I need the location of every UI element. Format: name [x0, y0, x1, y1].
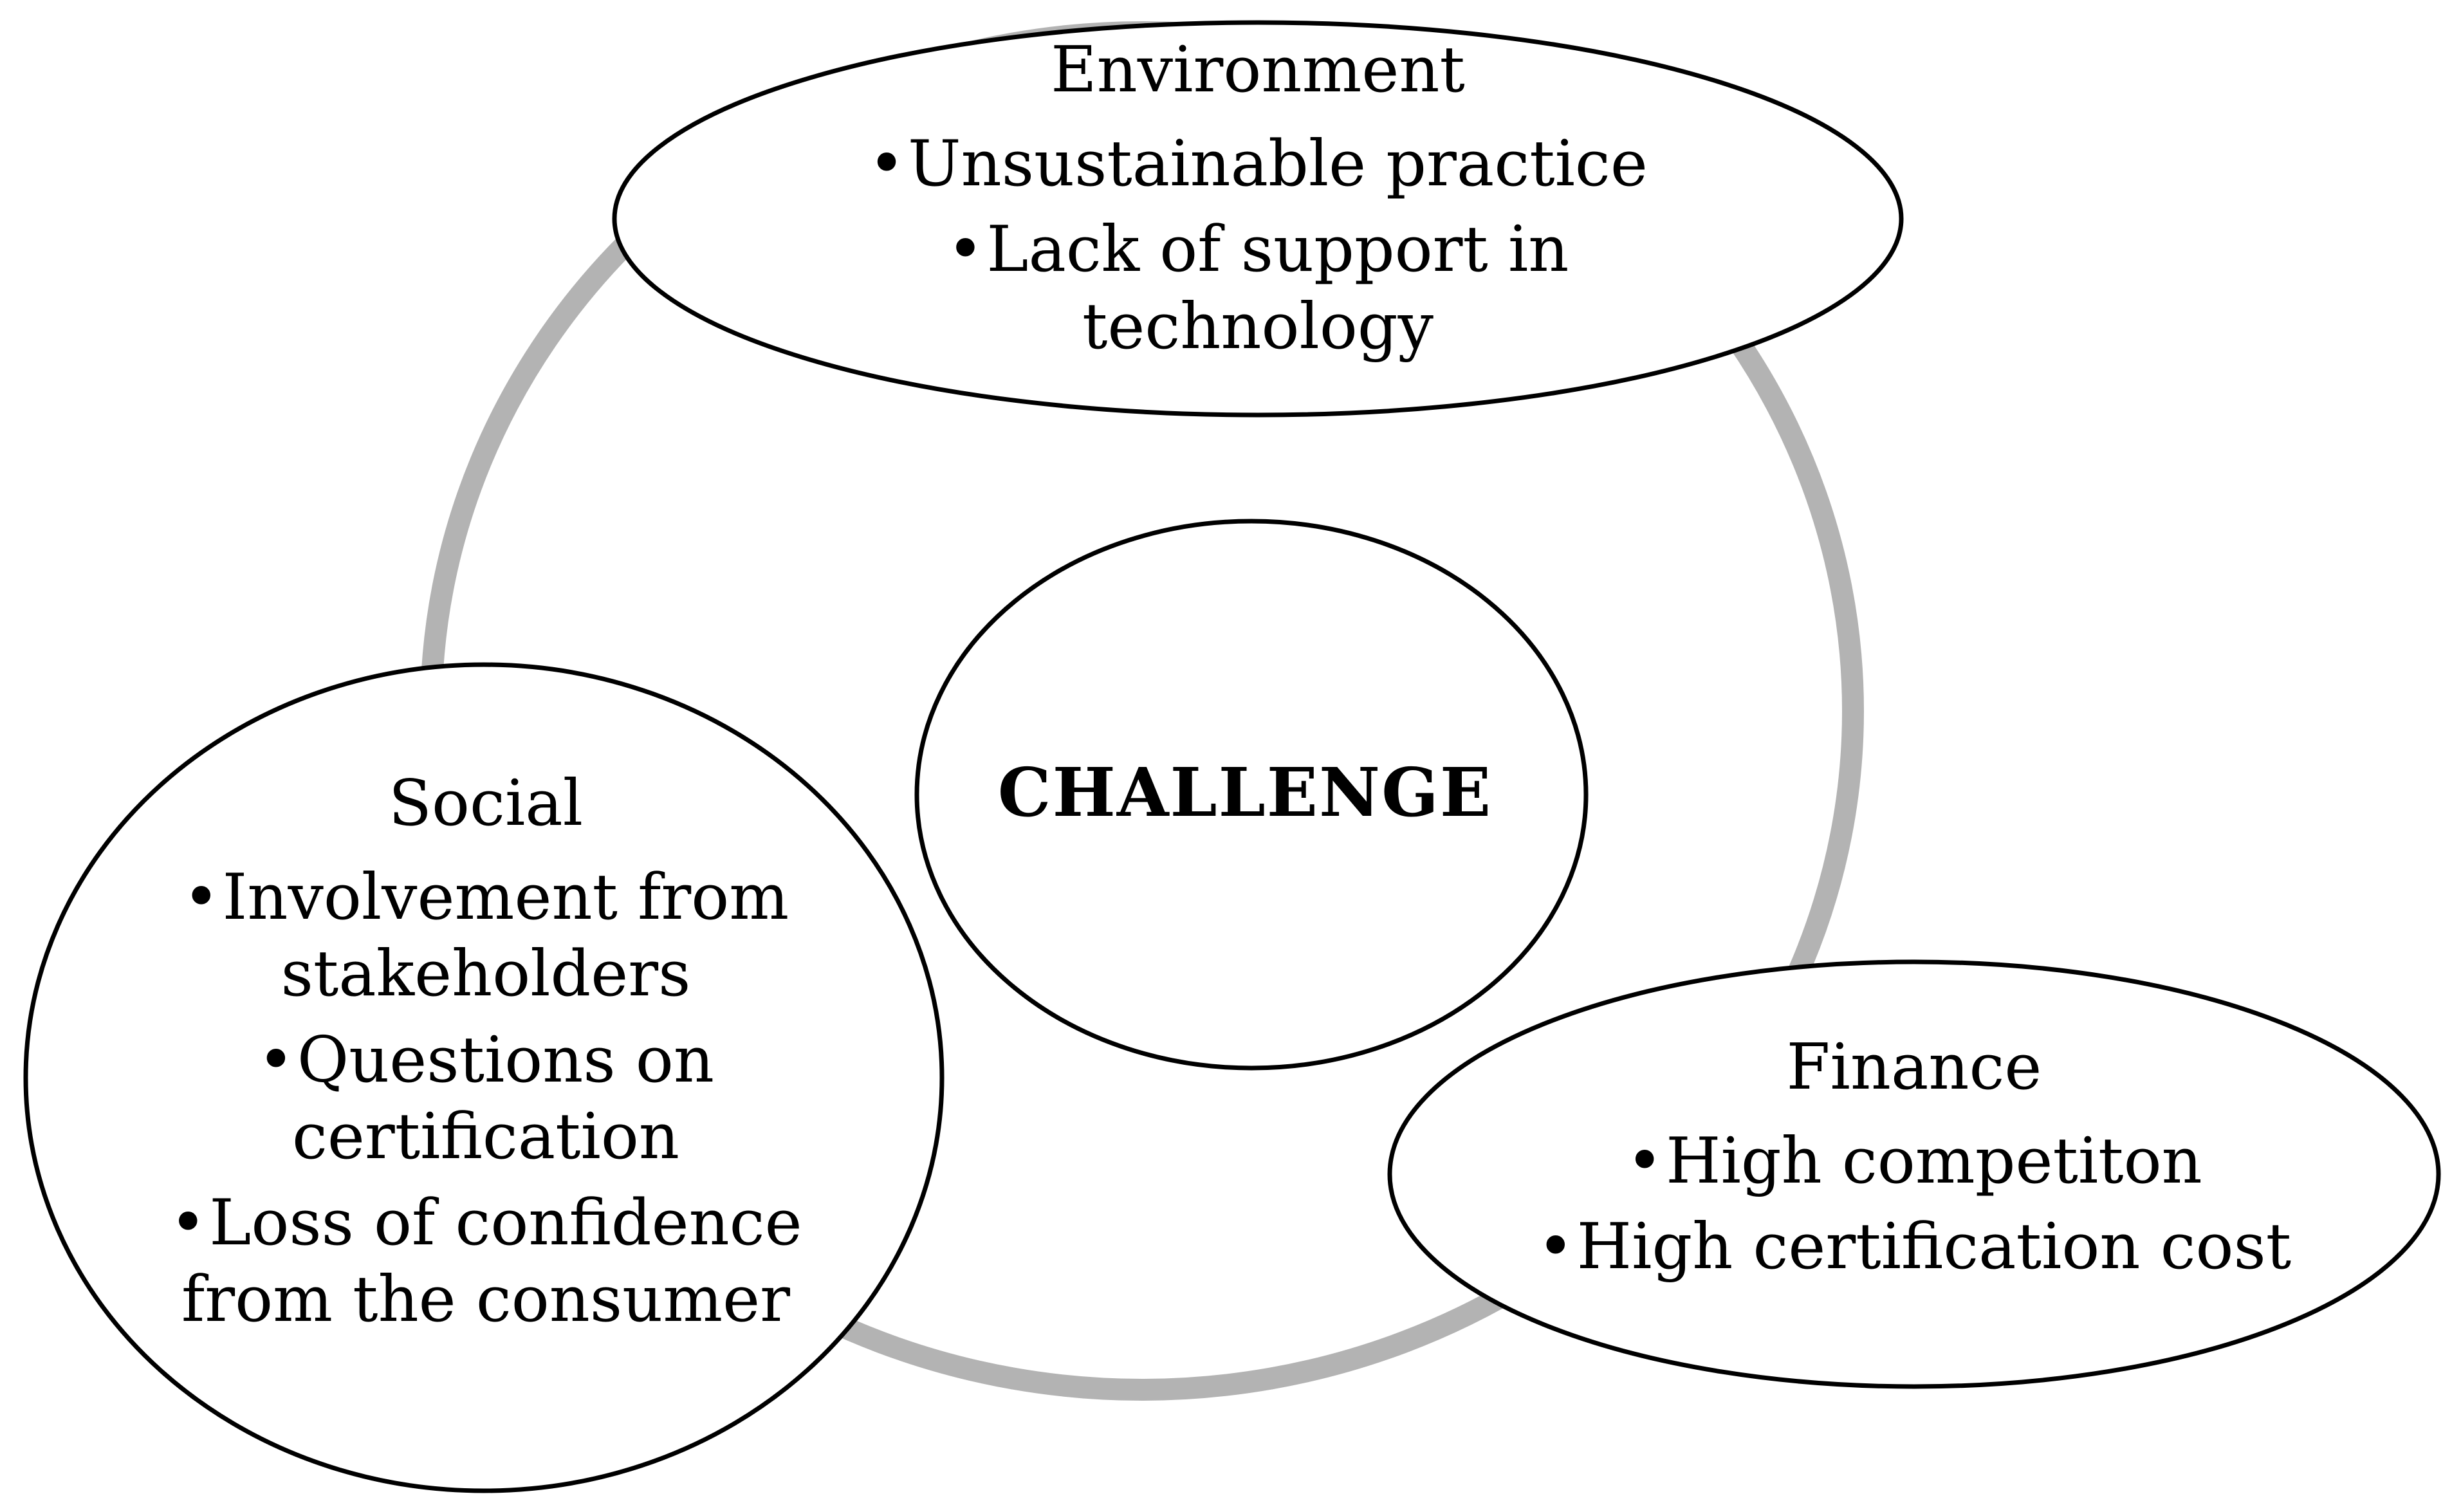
environment-item: Unsustainable practice [840, 126, 1676, 203]
environment-label-block: Environment Unsustainable practice Lack … [840, 32, 1676, 374]
finance-item: High competiton [1499, 1123, 2329, 1201]
environment-title: Environment [1051, 33, 1465, 107]
social-item: Questions on certification [241, 1022, 730, 1176]
social-item: Involvement from stakeholders [154, 860, 817, 1013]
finance-item: High certification cost [1499, 1209, 2329, 1286]
challenge-label: CHALLENGE [997, 753, 1493, 832]
social-item: Loss of confidence from the consumer [154, 1185, 817, 1339]
social-title: Social [388, 767, 584, 840]
challenge-ellipse [914, 519, 1589, 1071]
environment-item: Lack of support in technology [943, 212, 1573, 365]
social-label-block: Social Involvement from stakeholders Que… [154, 766, 817, 1348]
finance-title: Finance [1786, 1031, 2042, 1104]
finance-label-block: Finance High competiton High certificati… [1499, 1029, 2329, 1295]
